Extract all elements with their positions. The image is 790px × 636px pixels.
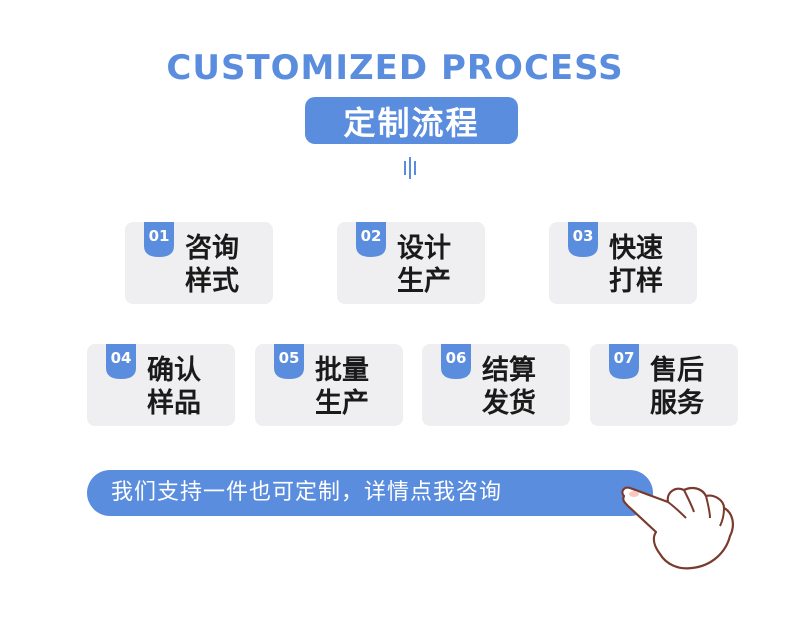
step-label-line2: 打样 — [609, 266, 663, 297]
step-card-03: 03 快速 打样 — [549, 222, 697, 304]
step-number-badge: 01 — [144, 222, 174, 257]
pointing-hand-icon — [621, 486, 734, 570]
step-number-badge: 04 — [106, 344, 136, 379]
step-number-badge: 06 — [441, 344, 471, 379]
step-number: 01 — [148, 227, 170, 245]
step-number: 03 — [572, 227, 594, 245]
step-card-02: 02 设计 生产 — [337, 222, 485, 304]
step-label-line1: 咨询 — [185, 233, 239, 264]
step-label-line2: 生产 — [315, 388, 369, 419]
step-label-line2: 样式 — [185, 266, 239, 297]
step-label-line2: 发货 — [482, 388, 536, 419]
step-number-badge: 05 — [274, 344, 304, 379]
step-label-line1: 快速 — [609, 233, 663, 264]
step-card-07: 07 售后 服务 — [590, 344, 738, 426]
step-number: 07 — [613, 349, 635, 367]
step-number-badge: 07 — [609, 344, 639, 379]
step-label-line2: 服务 — [650, 388, 704, 419]
step-card-04: 04 确认 样品 — [87, 344, 235, 426]
step-card-01: 01 咨询 样式 — [125, 222, 273, 304]
step-label-line1: 售后 — [650, 355, 704, 386]
step-label-line2: 样品 — [147, 388, 201, 419]
step-number: 05 — [278, 349, 300, 367]
step-number: 06 — [445, 349, 467, 367]
headline-english: CUSTOMIZED PROCESS — [166, 48, 624, 88]
step-number-badge: 03 — [568, 222, 598, 257]
consult-button[interactable]: 我们支持一件也可定制，详情点我咨询 — [87, 470, 653, 516]
step-label-line1: 批量 — [315, 355, 369, 386]
step-label-line1: 确认 — [147, 355, 201, 386]
step-number: 02 — [360, 227, 382, 245]
page-title: 定制流程 — [305, 97, 518, 144]
step-number-badge: 02 — [356, 222, 386, 257]
step-card-05: 05 批量 生产 — [255, 344, 403, 426]
step-label-line1: 设计 — [397, 233, 451, 264]
vertical-bars-icon — [404, 157, 416, 179]
step-label-line2: 生产 — [397, 266, 451, 297]
step-card-06: 06 结算 发货 — [422, 344, 570, 426]
step-number: 04 — [110, 349, 132, 367]
step-label-line1: 结算 — [482, 355, 536, 386]
